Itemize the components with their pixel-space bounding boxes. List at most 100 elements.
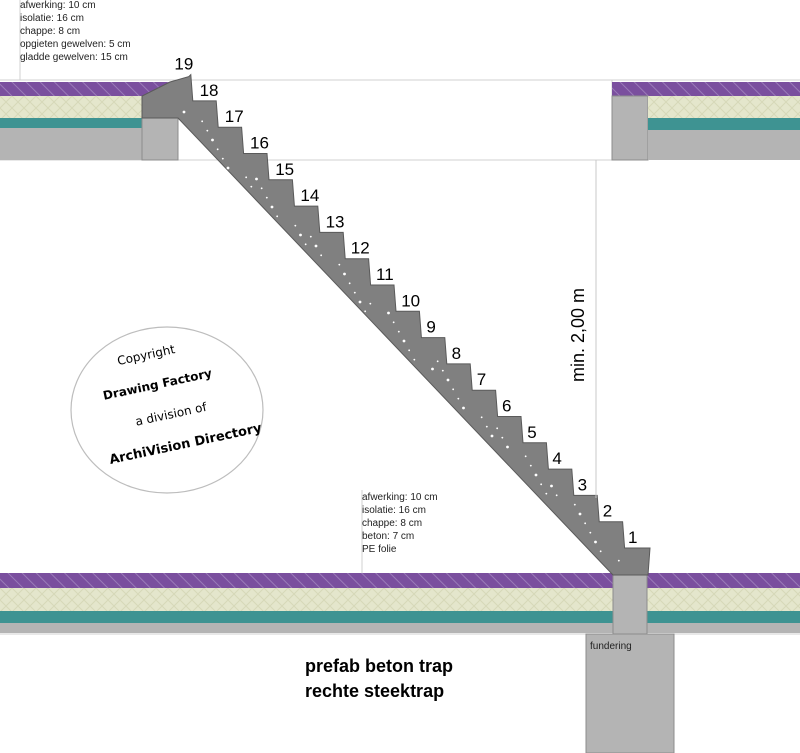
concrete-speck [221,157,224,160]
upper-floor-right [611,82,800,161]
note-bottom-3: chappe: 8 cm [362,518,422,529]
concrete-speck [441,369,444,372]
concrete-speck [314,244,318,248]
note-bottom-2: isolatie: 16 cm [362,505,426,516]
concrete-speck [480,416,483,419]
concrete-speck [534,473,538,477]
concrete-speck [589,531,592,534]
step-number-8: 8 [452,344,461,363]
concrete-speck [594,540,597,544]
concrete-speck [545,492,548,495]
concrete-speck [573,503,576,506]
step-number-19: 19 [174,55,193,74]
concrete-speck [578,512,582,516]
concrete-speck [436,360,439,363]
upper-floor-left [0,82,179,161]
step-number-12: 12 [351,239,370,258]
step-number-3: 3 [578,475,587,494]
note-bottom-4: beton: 7 cm [362,531,414,542]
headroom-dimension: min. 2,00 m [568,160,597,498]
notes-bottom: afwerking: 10 cm isolatie: 16 cm chappe:… [362,492,438,555]
title-line-2: rechte steektrap [305,681,444,701]
concrete-speck [245,176,248,179]
concrete-speck [617,559,620,562]
concrete-speck [501,436,504,439]
step-number-1: 1 [628,528,637,547]
concrete-speck [584,522,587,525]
concrete-speck [397,330,400,333]
step-number-11: 11 [376,265,394,284]
concrete-speck [309,235,312,238]
concrete-speck [358,300,362,304]
step-number-17: 17 [225,107,244,126]
concrete-speck [211,138,214,142]
concrete-speck [348,282,351,285]
concrete-speck [462,406,465,410]
step-number-13: 13 [326,212,345,231]
notes-top: afwerking: 10 cm isolatie: 16 cm chappe:… [20,0,131,63]
drawing-title: prefab beton trap rechte steektrap [305,656,453,701]
step-number-10: 10 [401,291,420,310]
concrete-speck [457,397,460,400]
step-number-15: 15 [275,160,294,179]
step-number-18: 18 [200,81,219,100]
note-top-1: afwerking: 10 cm [20,0,96,11]
concrete-speck [250,185,253,188]
concrete-speck [299,233,302,237]
concrete-speck [201,120,204,123]
stair [141,73,651,576]
concrete-speck [402,339,406,343]
concrete-speck [452,388,455,391]
concrete-speck [540,483,543,486]
concrete-speck [446,378,450,382]
concrete-speck [216,148,219,151]
step-number-4: 4 [552,449,561,468]
concrete-speck [369,302,372,305]
concrete-speck [260,187,263,190]
concrete-speck [392,321,395,324]
headroom-label: min. 2,00 m [568,288,588,382]
concrete-speck [408,349,411,352]
concrete-speck [294,224,297,227]
note-bottom-1: afwerking: 10 cm [362,492,438,503]
concrete-speck [506,445,509,449]
copyright-seal: Copyright Drawing Factory a division of … [70,326,264,494]
concrete-speck [353,291,356,294]
concrete-speck [265,196,268,199]
concrete-speck [364,310,367,313]
step-number-16: 16 [250,134,269,153]
concrete-speck [182,110,186,114]
concrete-speck [529,464,532,467]
concrete-speck [550,484,553,488]
note-top-5: gladde gewelven: 15 cm [20,52,128,63]
step-number-6: 6 [502,397,511,416]
note-bottom-5: PE folie [362,544,397,555]
concrete-speck [320,254,323,257]
note-top-3: chappe: 8 cm [20,26,80,37]
concrete-speck [343,272,346,276]
concrete-speck [270,205,274,209]
step-number-5: 5 [527,423,536,442]
concrete-speck [304,243,307,246]
concrete-speck [276,215,279,218]
concrete-speck [485,425,488,428]
title-line-1: prefab beton trap [305,656,453,676]
concrete-speck [413,358,416,361]
concrete-speck [338,263,341,266]
concrete-speck [431,367,434,371]
foundation: fundering [585,633,675,753]
concrete-speck [524,455,527,458]
concrete-speck [555,494,558,497]
note-top-2: isolatie: 16 cm [20,13,84,24]
concrete-speck [496,427,499,430]
note-top-4: opgieten gewelven: 5 cm [20,39,131,50]
stair-flight [141,73,651,576]
step-number-9: 9 [426,318,435,337]
concrete-speck [226,166,230,170]
step-number-14: 14 [300,186,319,205]
concrete-speck [387,311,390,315]
concrete-speck [599,550,602,553]
concrete-speck [206,129,209,132]
